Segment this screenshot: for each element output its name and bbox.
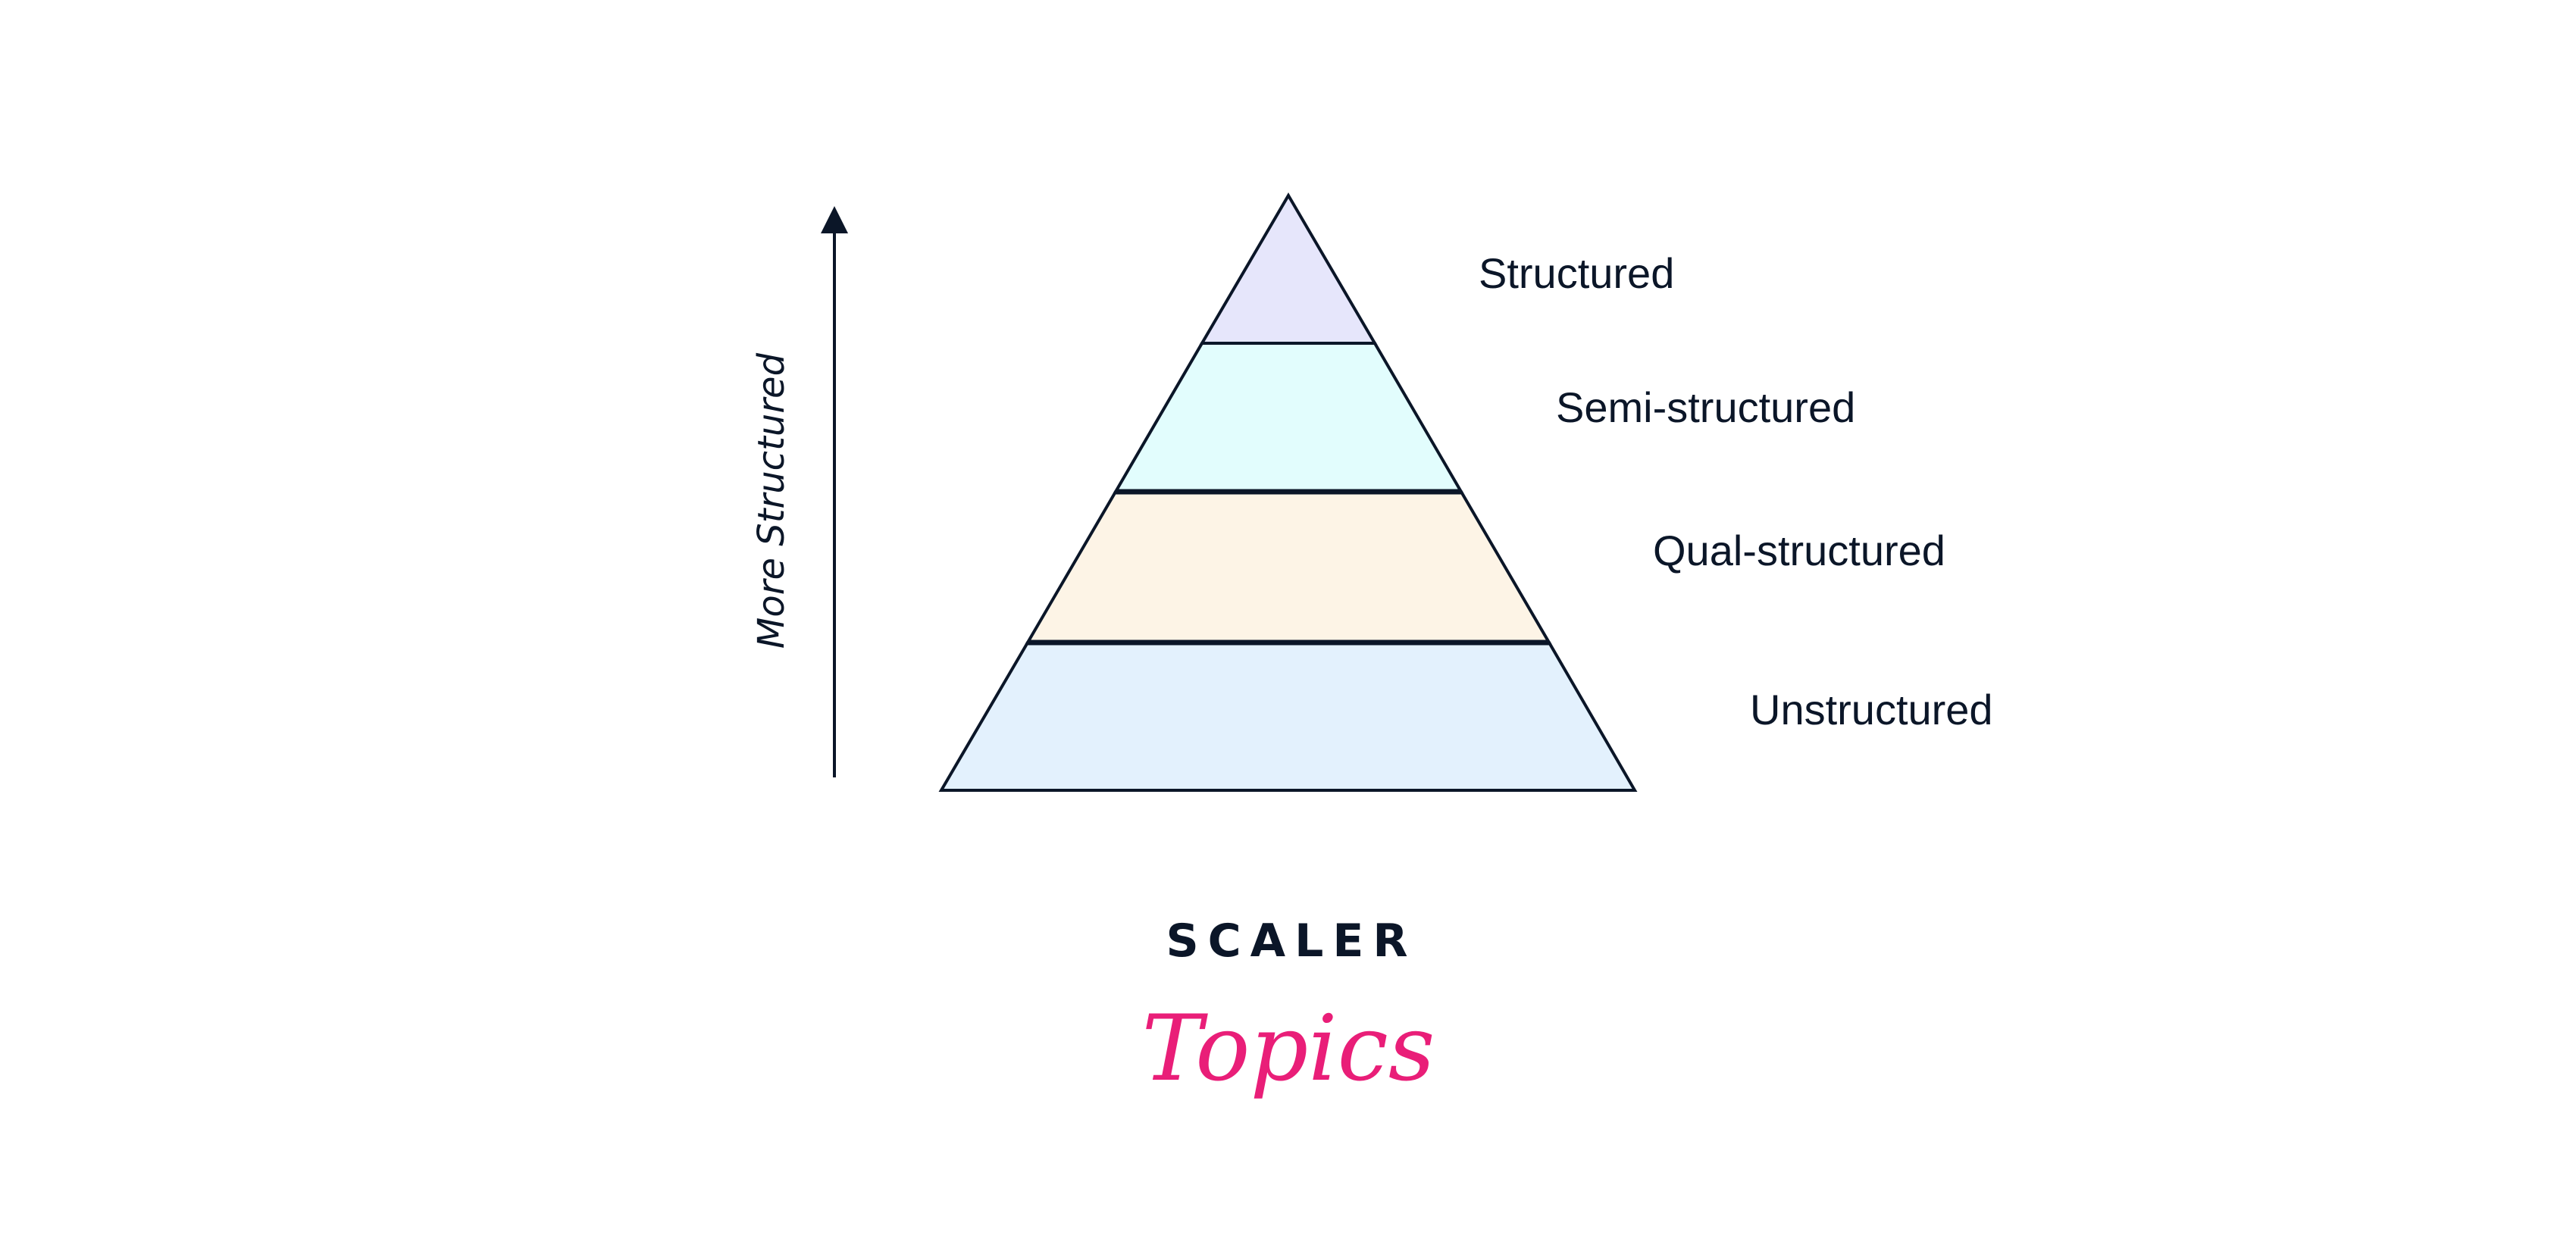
logo-topics-text: Topics xyxy=(1142,996,1435,1102)
arrow-head-icon xyxy=(821,206,848,233)
axis-label: More Structured xyxy=(750,352,793,649)
label-unstructured: Unstructured xyxy=(1750,686,1993,733)
label-structured: Structured xyxy=(1479,249,1674,297)
scaler-topics-logo: SCALER Topics xyxy=(1142,915,1435,1102)
layer-qual-structured xyxy=(1025,490,1552,644)
layer-semi-structured xyxy=(1113,342,1464,493)
label-semi-structured: Semi-structured xyxy=(1556,383,1855,431)
layer-structured xyxy=(1199,192,1378,345)
label-qual-structured: Qual-structured xyxy=(1653,527,1945,574)
logo-scaler-text: SCALER xyxy=(1166,915,1416,968)
layer-unstructured xyxy=(938,641,1638,792)
